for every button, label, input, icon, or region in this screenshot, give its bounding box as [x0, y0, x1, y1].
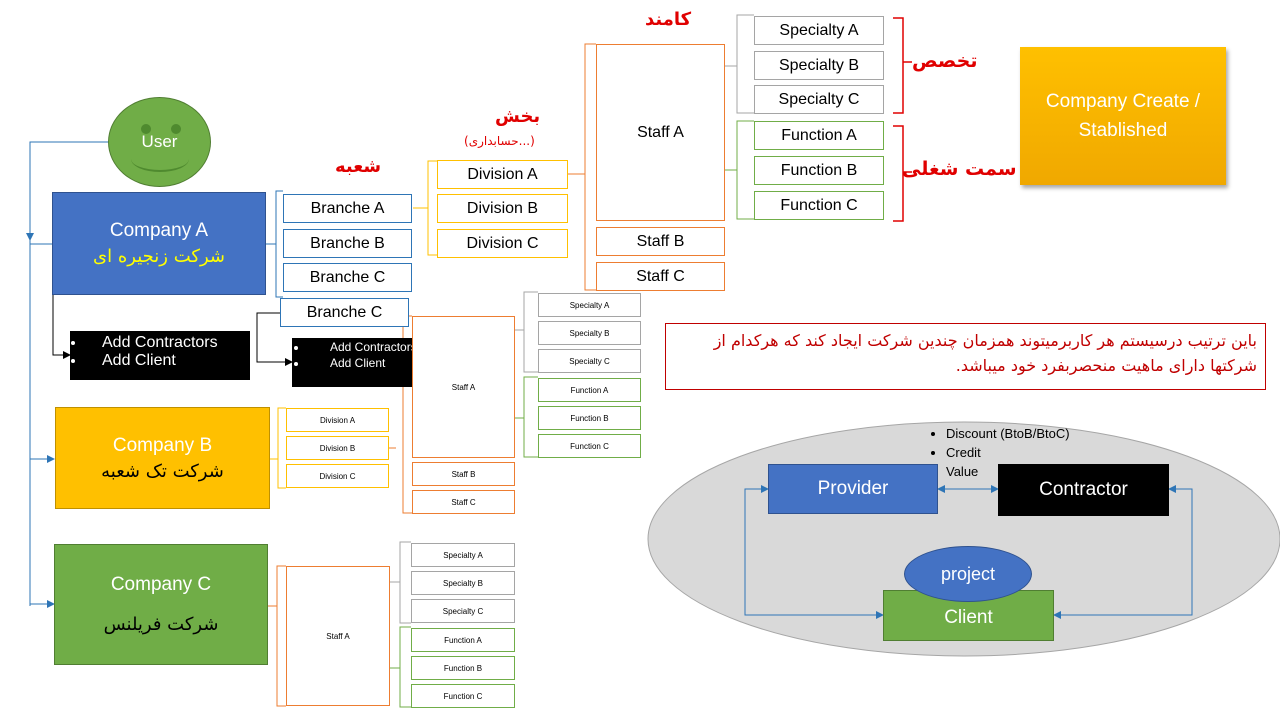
c-function-a[interactable]: Function A [411, 628, 515, 652]
specialty-a[interactable]: Specialty A [754, 16, 884, 45]
header-function: سمت شغلی [902, 158, 1017, 180]
b-staff-c[interactable]: Staff C [412, 490, 515, 514]
company-b-name: Company B [112, 434, 213, 456]
user-avatar[interactable]: User [108, 97, 211, 187]
c-specialty-a[interactable]: Specialty A [411, 543, 515, 567]
note-text: باین ترتیب درسیستم هر کاربرمیتوند همزمان… [713, 331, 1257, 375]
staff-a[interactable]: Staff A [596, 44, 725, 221]
c-specialty-b[interactable]: Specialty B [411, 571, 515, 595]
provider-box[interactable]: Provider [768, 464, 938, 514]
staff-c[interactable]: Staff C [596, 262, 725, 291]
company-c-subtitle: شرکت فریلنس [103, 614, 219, 635]
branch-a[interactable]: Branche A [283, 194, 412, 223]
header-division: بخش [495, 106, 541, 127]
branch-b[interactable]: Branche B [283, 229, 412, 258]
branch-add-client-button[interactable]: Add Client [308, 355, 433, 371]
specialty-c[interactable]: Specialty C [754, 85, 884, 114]
company-create-line1: Company Create / [1045, 91, 1201, 112]
b-division-a[interactable]: Division A [286, 408, 389, 432]
branch-add-contractors-button[interactable]: Add Contractors [308, 339, 433, 355]
company-b-box[interactable]: Company B شرکت تک شعبه [55, 407, 270, 509]
b-division-b[interactable]: Division B [286, 436, 389, 460]
function-a[interactable]: Function A [754, 121, 884, 150]
b-function-b[interactable]: Function B [538, 406, 641, 430]
ecosystem-bullets: Discount (BtoB/BtoC) Credit Value [928, 424, 1070, 481]
branch-c-extra[interactable]: Branche C [280, 298, 409, 327]
company-a-name: Company A [109, 220, 209, 241]
c-function-b[interactable]: Function B [411, 656, 515, 680]
contractor-box[interactable]: Contractor [998, 464, 1169, 516]
company-a-box[interactable]: Company A شرکت زنجیره ای [52, 192, 266, 295]
division-a[interactable]: Division A [437, 160, 568, 189]
c-specialty-c[interactable]: Specialty C [411, 599, 515, 623]
c-staff-a[interactable]: Staff A [286, 566, 390, 706]
bullet-credit: Credit [946, 443, 1070, 462]
bullet-discount: Discount (BtoB/BtoC) [946, 424, 1070, 443]
header-specialty: تخصص [912, 50, 978, 72]
division-b[interactable]: Division B [437, 194, 568, 223]
function-c[interactable]: Function C [754, 191, 884, 220]
b-specialty-a[interactable]: Specialty A [538, 293, 641, 317]
header-staff: کامند [645, 9, 692, 30]
add-contractors-button[interactable]: Add Contractors [86, 334, 250, 352]
b-staff-a[interactable]: Staff A [412, 316, 515, 458]
b-specialty-b[interactable]: Specialty B [538, 321, 641, 345]
function-b[interactable]: Function B [754, 156, 884, 185]
project-ellipse[interactable]: project [904, 546, 1032, 602]
add-client-button[interactable]: Add Client [86, 352, 250, 370]
branch-actions: Add Contractors Add Client [292, 338, 433, 387]
header-branch: شعبه [335, 156, 382, 177]
user-eye-left-icon [141, 124, 151, 134]
specialty-b[interactable]: Specialty B [754, 51, 884, 80]
company-a-actions: Add Contractors Add Client [70, 331, 250, 380]
b-function-a[interactable]: Function A [538, 378, 641, 402]
user-eye-right-icon [171, 124, 181, 134]
company-c-box[interactable]: Company C شرکت فریلنس [54, 544, 268, 665]
b-specialty-c[interactable]: Specialty C [538, 349, 641, 373]
bullet-value: Value [946, 462, 1070, 481]
company-a-subtitle: شرکت زنجیره ای [93, 246, 225, 267]
company-create-box[interactable]: Company Create / Stablished [1020, 47, 1226, 185]
user-smile-icon [131, 146, 189, 172]
company-b-subtitle: شرکت تک شعبه [101, 460, 224, 482]
division-c[interactable]: Division C [437, 229, 568, 258]
company-create-line2: Stablished [1078, 120, 1168, 141]
header-division-sub: (حسابداری...) [464, 134, 535, 148]
c-function-c[interactable]: Function C [411, 684, 515, 708]
staff-b[interactable]: Staff B [596, 227, 725, 256]
note-box: باین ترتیب درسیستم هر کاربرمیتوند همزمان… [665, 323, 1266, 390]
b-function-c[interactable]: Function C [538, 434, 641, 458]
b-staff-b[interactable]: Staff B [412, 462, 515, 486]
b-division-c[interactable]: Division C [286, 464, 389, 488]
company-c-name: Company C [110, 574, 212, 595]
branch-c[interactable]: Branche C [283, 263, 412, 292]
